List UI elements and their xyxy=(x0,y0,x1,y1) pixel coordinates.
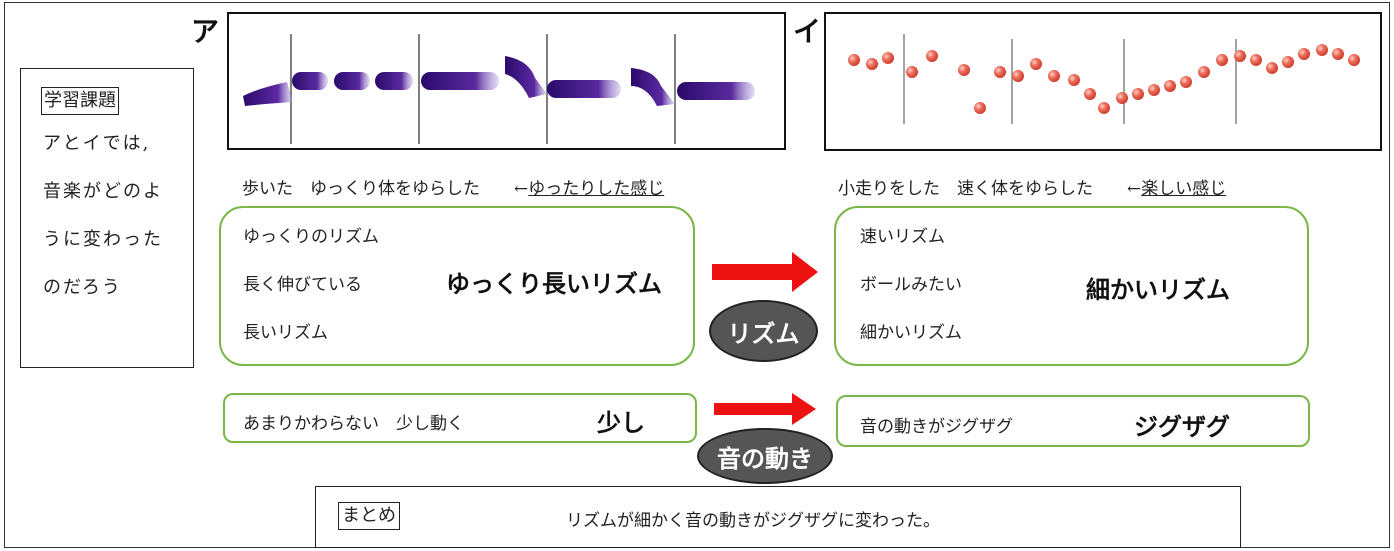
arrow-right-icon-rhythm xyxy=(712,252,818,292)
rhythm-i-note-3: 細かいリズム xyxy=(860,323,962,343)
rhythm-box-a: ゆっくりのリズム 長く伸びている 長いリズム ゆっくり長いリズム xyxy=(219,206,695,366)
task-line-4: のだろう xyxy=(43,277,122,298)
task-line-3: うに変わった xyxy=(43,229,163,250)
motion-i-note: 音の動きがジグザグ xyxy=(860,417,1013,437)
conclusion-box: まとめ リズムが細かく音の動きがジグザグに変わった。 xyxy=(315,486,1241,548)
motion-a-note: あまりかわらない 少し動く xyxy=(243,414,464,434)
task-line-1: アとイでは, xyxy=(43,133,151,154)
rhythm-i-note-2: ボールみたい xyxy=(860,275,962,295)
motion-i-summary: ジグザグ xyxy=(1134,413,1230,441)
rhythm-a-note-3: 長いリズム xyxy=(243,323,328,343)
rhythm-a-note-1: ゆっくりのリズム xyxy=(243,227,379,247)
rhythm-i-summary: 細かいリズム xyxy=(1086,276,1230,304)
motion-box-a: あまりかわらない 少し動く 少し xyxy=(223,393,697,443)
motion-oval-label: 音の動き xyxy=(697,428,833,484)
motion-box-i: 音の動きがジグザグ ジグザグ xyxy=(836,395,1310,447)
label-i: イ xyxy=(793,15,822,48)
caption-i-text: 小走りをした 速く体をゆらした ← xyxy=(838,179,1142,199)
learning-task-box: 学習課題 アとイでは, 音楽がどのよ うに変わった のだろう xyxy=(20,68,194,368)
task-title: 学習課題 xyxy=(41,87,119,115)
rhythm-a-note-2: 長く伸びている xyxy=(243,275,362,295)
image-a-long-notes xyxy=(243,34,755,144)
rhythm-a-summary: ゆっくり長いリズム xyxy=(446,270,662,298)
conclusion-label: まとめ xyxy=(338,502,400,530)
rhythm-i-note-1: 速いリズム xyxy=(860,227,945,247)
caption-i: 小走りをした 速く体をゆらした ←楽しい感じ xyxy=(838,174,1226,199)
arrow-right-icon-motion xyxy=(714,393,816,425)
rhythm-box-i: 速いリズム ボールみたい 細かいリズム 細かいリズム xyxy=(834,206,1309,366)
label-a: ア xyxy=(191,15,220,48)
caption-i-impression: 楽しい感じ xyxy=(1141,179,1227,199)
rhythm-oval-label: リズム xyxy=(709,300,818,362)
image-i-frame xyxy=(824,12,1382,151)
image-i-short-notes xyxy=(848,34,1360,124)
motion-a-summary: 少し xyxy=(597,409,645,437)
caption-a-text: 歩いた ゆっくり体をゆらした ← xyxy=(242,179,529,199)
conclusion-text: リズムが細かく音の動きがジグザグに変わった。 xyxy=(566,511,940,531)
caption-a-impression: ゆったりした感じ xyxy=(528,179,665,199)
caption-a: 歩いた ゆっくり体をゆらした ←ゆったりした感じ xyxy=(242,174,664,199)
task-line-2: 音楽がどのよ xyxy=(43,181,163,202)
image-a-frame xyxy=(227,12,786,150)
